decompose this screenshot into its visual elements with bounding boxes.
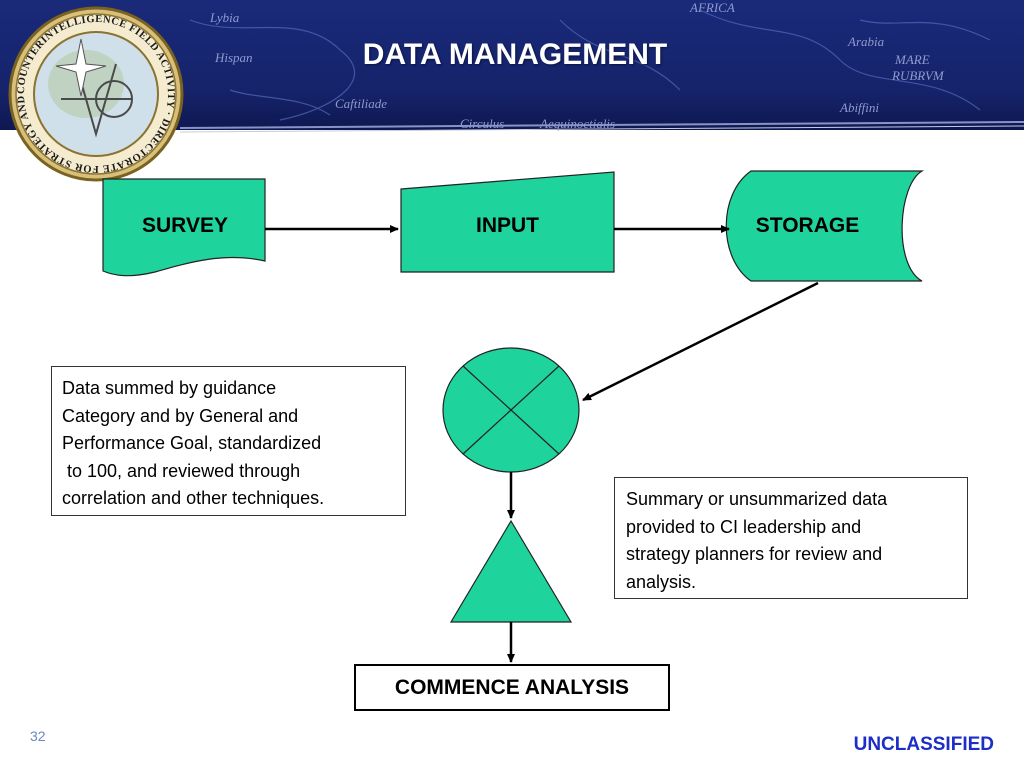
commence-analysis-box: COMMENCE ANALYSIS	[354, 664, 670, 711]
page-number: 32	[30, 728, 46, 744]
input-manual-input-shape	[400, 171, 615, 273]
agency-seal: COUNTERINTELLIGENCE FIELD ACTIVITY · DIR…	[6, 4, 184, 182]
extract-triangle-shape	[449, 519, 573, 623]
map-word: Abiffini	[839, 100, 879, 115]
map-word: Arabia	[847, 34, 885, 49]
map-word: Circulus	[460, 116, 504, 131]
left-note: Data summed by guidance Category and by …	[51, 366, 406, 516]
map-word: RUBRVM	[891, 68, 945, 83]
map-word: AFRICA	[689, 0, 735, 15]
map-word: Aequinoctialis	[539, 116, 615, 131]
survey-document-shape	[102, 178, 266, 277]
classification-marking: UNCLASSIFIED	[853, 734, 994, 755]
map-word: MARE	[894, 52, 930, 67]
storage-label: STORAGE	[755, 214, 860, 237]
map-word: Lybia	[209, 10, 240, 25]
input-label: INPUT	[476, 214, 539, 237]
survey-label: SURVEY	[142, 214, 228, 237]
arrow-storage-to-summing	[582, 281, 819, 402]
map-word: Caftiliade	[335, 96, 387, 111]
map-word: Hispan	[214, 50, 253, 65]
slide-title: DATA MANAGEMENT	[362, 38, 668, 71]
summing-junction-cross	[462, 365, 560, 455]
right-note: Summary or unsummarized data provided to…	[614, 477, 968, 599]
storage-stored-data-shape	[725, 170, 925, 282]
